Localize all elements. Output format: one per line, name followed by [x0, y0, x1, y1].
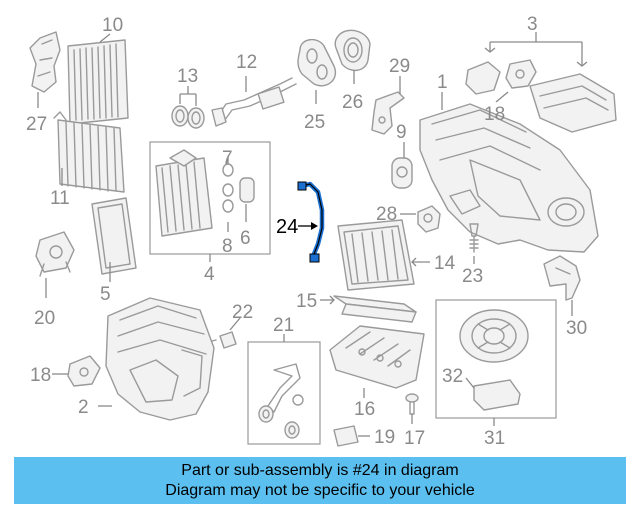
- callout-31: 31: [484, 428, 505, 449]
- part-17-drawing: [405, 393, 419, 424]
- part-31-drawing: [435, 299, 557, 426]
- banner-line-2: Diagram may not be specific to your vehi…: [165, 482, 475, 499]
- callout-13: 13: [177, 66, 198, 87]
- part-2-drawing: [98, 297, 215, 421]
- part-24-drawing: [297, 181, 325, 263]
- part-21-drawing: [247, 334, 321, 445]
- callout-14: 14: [434, 253, 456, 274]
- part-3-drawing: [484, 32, 617, 133]
- part-20-drawing: [35, 231, 75, 298]
- part-19-drawing: [333, 425, 370, 447]
- part-28-drawing: [400, 205, 441, 233]
- callout-11: 11: [50, 188, 70, 209]
- callout-28: 28: [376, 204, 397, 225]
- callout-17: 17: [404, 428, 425, 449]
- callout-21: 21: [273, 315, 294, 336]
- callout-1: 1: [437, 72, 448, 93]
- banner-line-1: Part or sub-assembly is #24 in diagram: [181, 462, 459, 479]
- part-16-drawing: [329, 325, 425, 398]
- part-4-drawing: [149, 141, 271, 262]
- callout-6: 6: [240, 228, 251, 249]
- part-27-drawing: [29, 31, 61, 108]
- callout-10: 10: [102, 15, 123, 36]
- callout-26: 26: [342, 92, 363, 113]
- callout-3: 3: [527, 14, 538, 35]
- callout-8: 8: [222, 236, 233, 257]
- callout-19: 19: [374, 427, 395, 448]
- part-26-drawing: [334, 29, 371, 84]
- callout-5: 5: [100, 284, 111, 305]
- part-5-drawing: [91, 197, 137, 282]
- part-18-lower-drawing: [52, 355, 101, 387]
- callout-30: 30: [566, 318, 587, 339]
- callout-12: 12: [236, 52, 257, 73]
- callout-18-upper: 18: [484, 104, 505, 125]
- callout-25: 25: [304, 112, 325, 133]
- part-13-drawing: [171, 86, 205, 129]
- callout-2: 2: [78, 397, 89, 418]
- part-18-upper-drawing: [465, 59, 537, 103]
- callout-24: 24: [276, 216, 298, 238]
- part-30-drawing: [543, 255, 581, 316]
- part-25-drawing: [297, 39, 337, 104]
- callout-29: 29: [389, 56, 410, 77]
- callout-27: 27: [26, 114, 47, 135]
- part-29-drawing: [371, 76, 405, 135]
- info-banner: Part or sub-assembly is #24 in diagram D…: [14, 457, 626, 504]
- part-14-drawing: [337, 219, 430, 291]
- part-10-drawing: [67, 33, 129, 125]
- callout-15: 15: [296, 291, 317, 312]
- part-15-drawing: [320, 295, 417, 323]
- part-23-drawing: [469, 223, 479, 264]
- callout-16: 16: [354, 399, 375, 420]
- callout-18-lower: 18: [30, 365, 51, 386]
- callout-20: 20: [34, 308, 55, 329]
- callout-9: 9: [396, 122, 407, 143]
- callout-23: 23: [462, 266, 483, 287]
- part-12-drawing: [211, 76, 297, 127]
- callout-4: 4: [204, 264, 215, 285]
- callout-22: 22: [232, 302, 253, 323]
- part-1-drawing: [419, 92, 599, 253]
- part-9-drawing: [391, 142, 413, 189]
- callout-7: 7: [222, 148, 233, 169]
- part-11-drawing: [53, 111, 125, 193]
- callout-32: 32: [442, 366, 463, 387]
